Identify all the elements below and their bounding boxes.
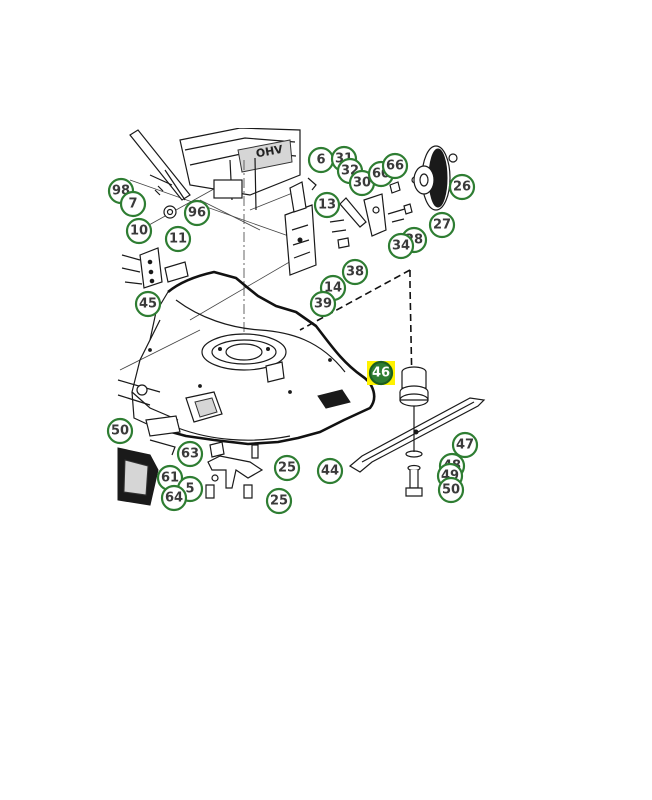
engine: OHV — [179, 128, 301, 211]
svg-text:63: 63 — [181, 447, 199, 462]
part-callout[interactable]: 34 — [387, 232, 415, 260]
svg-text:30: 30 — [353, 176, 371, 191]
part-callout[interactable]: 7 — [119, 190, 147, 218]
part-callout[interactable]: 44 — [316, 457, 344, 485]
part-callout[interactable]: 61 — [156, 464, 184, 492]
svg-text:96: 96 — [188, 206, 206, 221]
svg-text:39: 39 — [314, 297, 332, 312]
part-callout[interactable]: 47 — [451, 431, 479, 459]
part-callout[interactable]: 26 — [448, 173, 476, 201]
svg-text:11: 11 — [169, 232, 187, 247]
drive-linkage — [329, 176, 419, 249]
part-callout[interactable]: 50 — [106, 417, 134, 445]
svg-text:10: 10 — [130, 224, 148, 239]
part-callout[interactable]: 13 — [313, 191, 341, 219]
svg-text:46: 46 — [372, 366, 390, 381]
part-callout[interactable]: 30 — [348, 169, 376, 197]
part-callout[interactable]: 66 — [381, 152, 409, 180]
part-callout[interactable]: 96 — [183, 199, 211, 227]
part-callout[interactable]: 27 — [428, 211, 456, 239]
svg-text:50: 50 — [442, 483, 460, 498]
svg-text:26: 26 — [453, 180, 471, 195]
mower-deck — [131, 270, 376, 446]
svg-text:27: 27 — [433, 218, 451, 233]
part-callout[interactable]: 38 — [341, 258, 369, 286]
part-callout[interactable]: 10 — [125, 217, 153, 245]
part-callout[interactable]: 50 — [437, 476, 465, 504]
handle — [129, 129, 191, 219]
svg-text:6: 6 — [316, 153, 325, 168]
svg-text:14: 14 — [324, 281, 342, 296]
callouts: 6 31 32 30 60 66 26 98 7 96 13 27 10 11 … — [106, 145, 479, 515]
part-callout[interactable]: 25 — [265, 487, 293, 515]
lower-hardware — [145, 415, 264, 499]
part-callout[interactable]: 45 — [134, 290, 162, 318]
guide-lines — [119, 179, 311, 371]
svg-text:61: 61 — [161, 471, 179, 486]
engine-label: OHV — [255, 143, 284, 161]
part-callout-highlighted[interactable]: 46 — [367, 360, 395, 386]
assembly-path — [299, 269, 413, 389]
svg-text:7: 7 — [128, 197, 137, 212]
cutting-blade — [348, 397, 486, 473]
svg-text:47: 47 — [456, 438, 474, 453]
svg-text:25: 25 — [270, 494, 288, 509]
part-callout[interactable]: 11 — [164, 225, 192, 253]
svg-text:5: 5 — [185, 482, 194, 497]
svg-text:13: 13 — [318, 198, 336, 213]
blade-adapter — [399, 366, 429, 407]
rear-bracket — [284, 177, 317, 276]
part-callout[interactable]: 39 — [309, 290, 337, 318]
svg-text:34: 34 — [392, 239, 410, 254]
blade-bolt — [405, 406, 423, 497]
svg-text:64: 64 — [165, 491, 183, 506]
svg-text:45: 45 — [139, 297, 157, 312]
svg-text:25: 25 — [278, 461, 296, 476]
svg-text:50: 50 — [111, 424, 129, 439]
left-wheel — [117, 379, 161, 506]
part-callout[interactable]: 64 — [160, 484, 188, 512]
rear-wheel — [413, 145, 458, 211]
svg-text:44: 44 — [321, 464, 339, 479]
part-callout[interactable]: 63 — [176, 440, 204, 468]
part-callout[interactable]: 6 — [307, 146, 335, 174]
height-adjuster — [121, 247, 189, 289]
svg-text:66: 66 — [386, 159, 404, 174]
drawing-linework: OHV — [117, 128, 486, 506]
part-callout[interactable]: 25 — [273, 454, 301, 482]
svg-text:38: 38 — [346, 265, 364, 280]
